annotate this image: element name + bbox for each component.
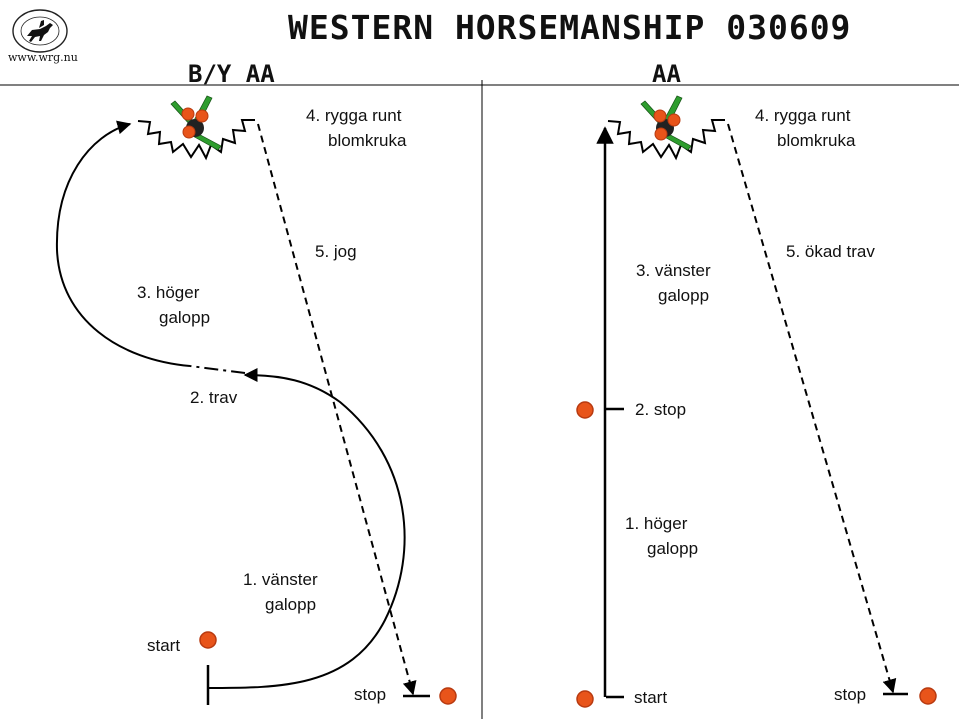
right-step5-label: 5. ökad trav: [786, 242, 875, 261]
left-step5-label: 5. jog: [315, 242, 357, 261]
club-url: www.wrg.nu: [8, 51, 78, 64]
stop-marker-icon: [919, 687, 937, 705]
stop-marker-icon: [576, 401, 594, 419]
left-path-step1: [207, 368, 406, 689]
right-step2-label: 2. stop: [635, 400, 687, 419]
flower-pot-icon: [137, 95, 255, 161]
left-stop-label: stop: [354, 685, 387, 704]
right-pattern-title: AA: [652, 60, 681, 88]
left-step2-label: 2. trav: [190, 388, 238, 407]
start-marker-icon: [199, 631, 217, 649]
stop-marker-icon: [439, 687, 457, 705]
left-pattern-title: B/Y AA: [188, 60, 275, 88]
page-title: WESTERN HORSEMANSHIP 030609: [288, 8, 852, 47]
right-path-step5: [727, 123, 897, 694]
left-start-label: start: [147, 636, 181, 655]
left-path-step2: [189, 365, 246, 374]
flower-pot-icon: [607, 95, 725, 161]
left-path-step5: [257, 123, 417, 696]
start-marker-icon: [576, 690, 594, 708]
club-logo: [12, 9, 68, 53]
left-path-step3: [55, 120, 191, 367]
right-start-label: start: [634, 688, 668, 707]
horse-rider-logo-icon: [27, 20, 53, 42]
right-stop-label: stop: [834, 685, 867, 704]
